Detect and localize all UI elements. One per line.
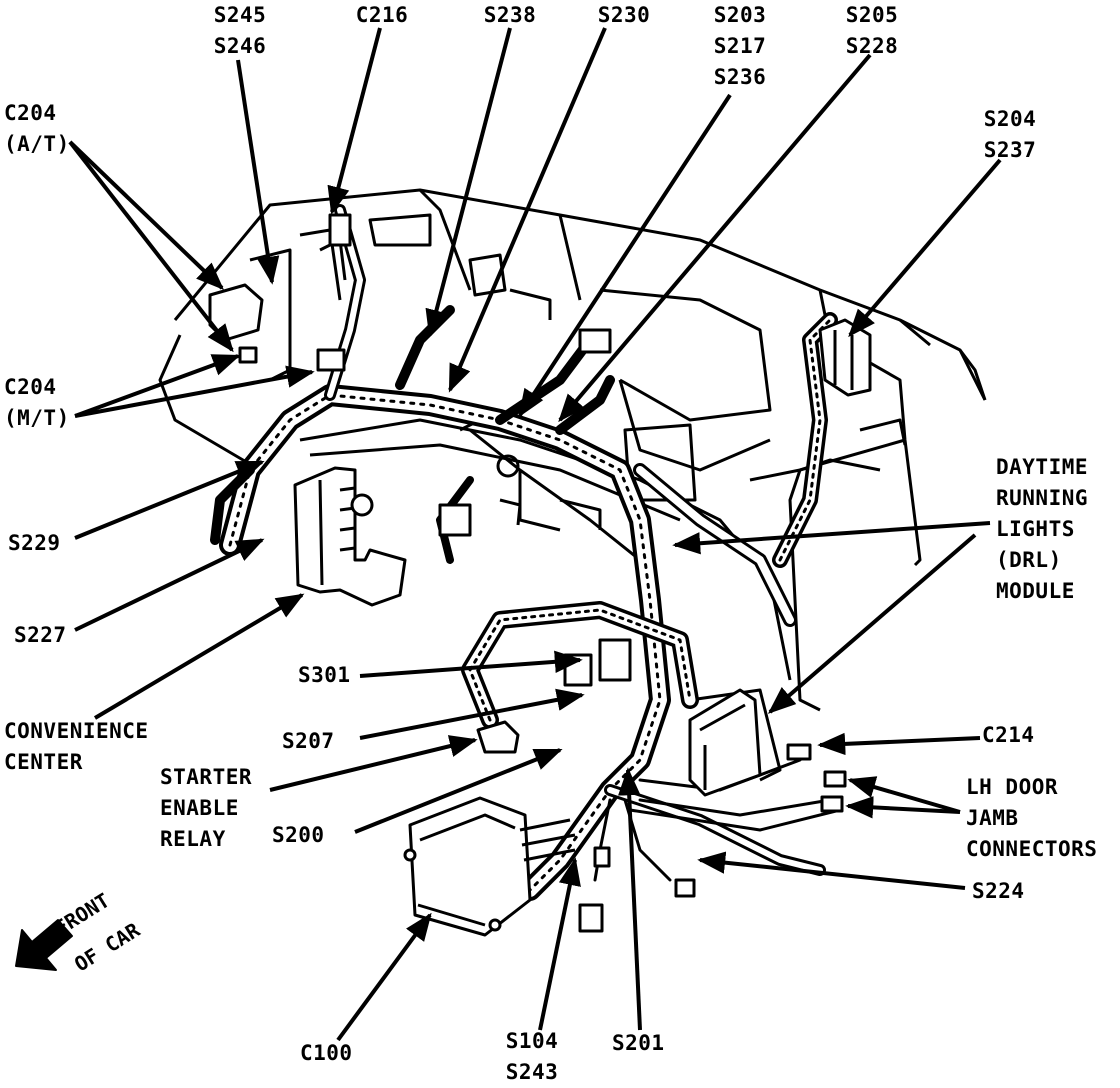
front-of-car-indicator: FRONT OF CAR (14, 868, 164, 978)
label-c204-mt: C204(M/T) (4, 375, 70, 430)
label-c100: C100 (300, 1041, 353, 1065)
dash-panel-structure (158, 188, 987, 782)
door-jamb-connector (820, 795, 844, 813)
label-s207: S207 (282, 729, 335, 753)
door-jamb-connector (823, 770, 847, 788)
c214-connector (786, 743, 812, 761)
pigtail-connector (593, 846, 611, 868)
label-s227: S227 (14, 623, 67, 647)
label-s229: S229 (8, 531, 61, 555)
label-s301: S301 (298, 663, 351, 687)
pigtail-connector (578, 903, 604, 933)
starter-relay-body (476, 720, 520, 754)
label-c216: C216 (355, 3, 409, 27)
label-s201: S201 (612, 1031, 665, 1055)
label-c214: C214 (982, 723, 1035, 747)
label-c204-at: C204(A/T) (4, 101, 70, 156)
arrow-down-left-icon (15, 919, 73, 971)
label-s200: S200 (272, 823, 325, 847)
label-s238: S238 (483, 3, 537, 27)
components (208, 213, 872, 937)
drl-module-body (688, 688, 762, 797)
label-s230: S230 (597, 3, 651, 27)
label-s224: S224 (972, 879, 1025, 903)
leader-arrows (68, 27, 1002, 1042)
pigtail-connector (674, 878, 696, 898)
